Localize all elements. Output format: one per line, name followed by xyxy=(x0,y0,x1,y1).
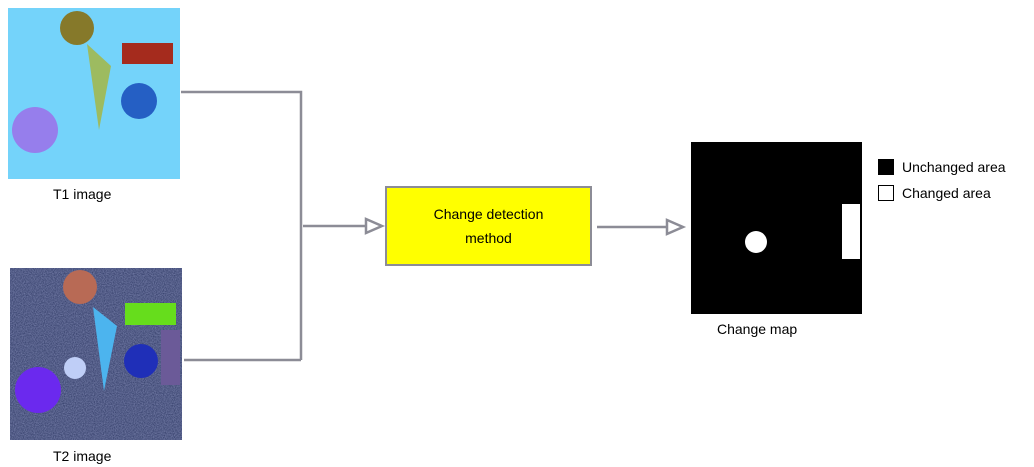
connectors xyxy=(181,90,687,362)
t2-label: T2 image xyxy=(53,448,112,464)
t1-image xyxy=(8,8,180,179)
connector-t1 xyxy=(181,90,303,360)
legend-item-changed: Changed area xyxy=(878,183,991,203)
t2-image xyxy=(10,268,182,440)
changed-region-rect xyxy=(842,204,860,259)
arrow-to-map-head xyxy=(665,218,687,236)
method-label: Change detection method xyxy=(433,206,544,246)
legend-label-changed: Changed area xyxy=(902,185,991,201)
legend-swatch-unchanged xyxy=(878,159,894,175)
change-map xyxy=(691,142,862,314)
legend-label-unchanged: Unchanged area xyxy=(902,159,1006,175)
change-detection-method-box: Change detection method xyxy=(385,186,592,266)
t1-label: T1 image xyxy=(53,186,112,202)
legend-swatch-changed xyxy=(878,185,894,201)
change-map-label: Change map xyxy=(717,321,798,337)
legend-item-unchanged: Unchanged area xyxy=(878,157,1006,177)
changed-region-circle xyxy=(745,231,767,253)
arrow-to-method-head xyxy=(364,217,386,235)
